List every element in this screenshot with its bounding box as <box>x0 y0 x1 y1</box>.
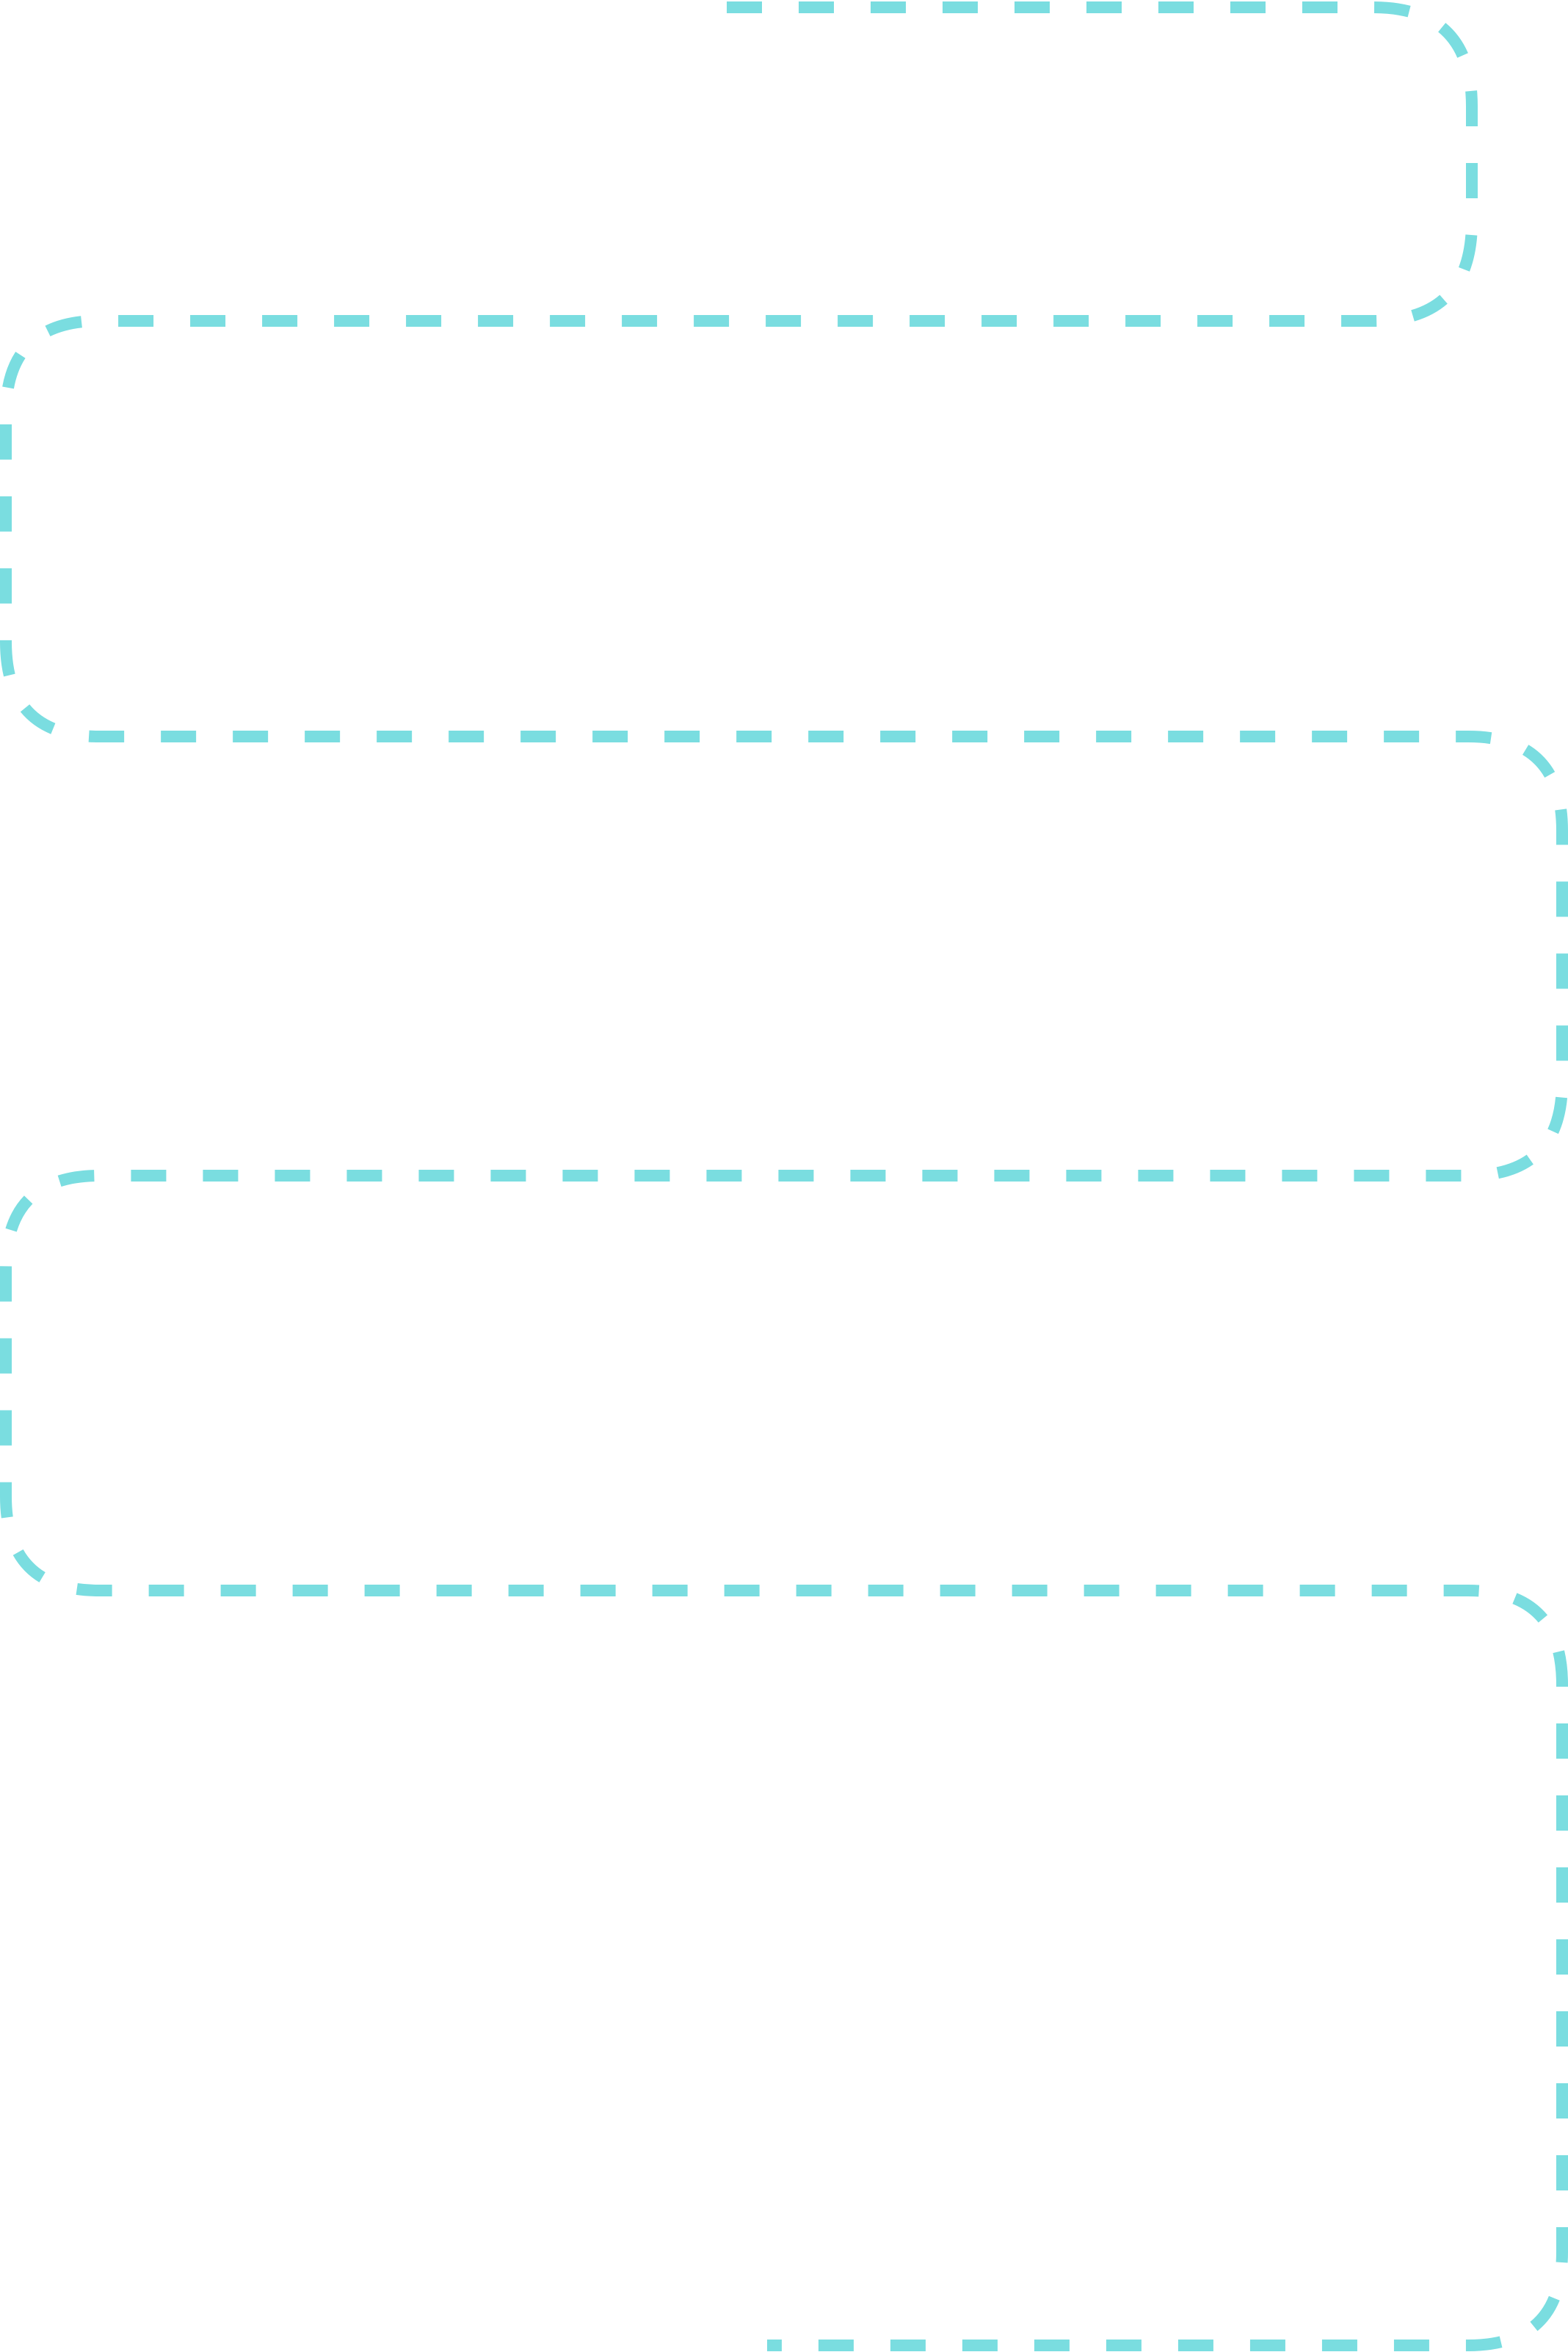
serpentine-dashed-path <box>0 1 1568 2351</box>
diagram-canvas <box>0 1 1568 2351</box>
dashed-serpentine-path-diagram <box>0 1 1568 2351</box>
